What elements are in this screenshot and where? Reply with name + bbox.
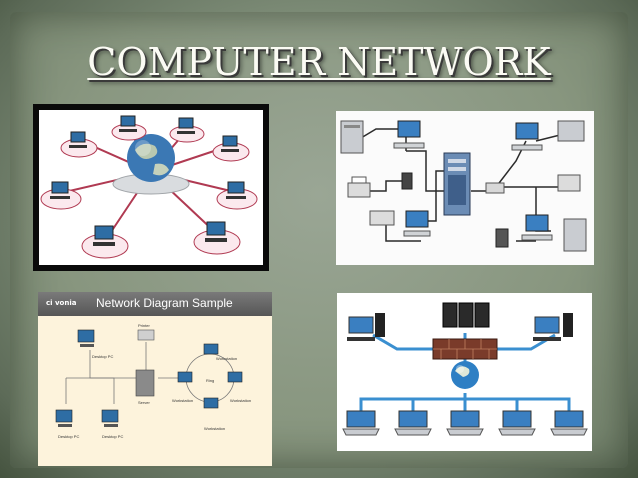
sample-diagram: Desktop PC Printer Server Workstation Ri…	[55, 323, 251, 439]
label-desktop-pc-bm: Desktop PC	[102, 434, 123, 439]
diagram-logo: ci vonia	[46, 299, 77, 307]
laptop-icon	[498, 410, 536, 436]
workstation-icon	[227, 371, 243, 383]
diagram-header: ci vonia Network Diagram Sample	[38, 292, 272, 316]
server-rack-icon	[563, 218, 587, 252]
monitor-icon	[521, 214, 553, 241]
label-server: Server	[138, 400, 150, 405]
globe-icon	[127, 134, 175, 182]
laptop-icons	[342, 410, 588, 436]
lan-network-diagram	[340, 120, 587, 252]
server-tower-icon	[443, 152, 471, 216]
laptop-icon	[446, 410, 484, 436]
workstation-icon	[203, 343, 219, 355]
star-network-diagram	[40, 115, 258, 259]
printer-icon	[369, 210, 395, 226]
monitor-icon	[403, 210, 431, 237]
label-workstation-left: Workstation	[172, 398, 193, 403]
star-terminals	[40, 115, 258, 259]
globe-icon	[451, 361, 479, 389]
firewall-network-image	[337, 293, 592, 451]
printer-icon	[557, 174, 581, 192]
label-desktop-pc: Desktop PC	[92, 354, 113, 359]
speaker-icon	[401, 172, 413, 190]
laptop-icon	[342, 410, 380, 436]
star-network-canvas	[39, 110, 263, 265]
label-printer: Printer	[138, 323, 150, 328]
firewall-icon	[432, 338, 498, 360]
printer-icon	[137, 329, 155, 341]
switch-icon	[485, 182, 505, 194]
diagram-title: Network Diagram Sample	[96, 296, 233, 310]
server-stack-icon	[442, 302, 490, 328]
network-diagram-sample: ci vonia Network Diagram Sample Desktop …	[38, 292, 272, 466]
firewall-network-diagram	[342, 302, 588, 436]
printer-icon	[557, 120, 585, 142]
desktop-pc-icon	[77, 329, 95, 347]
laptop-icon	[550, 410, 588, 436]
printer-icon	[347, 176, 371, 198]
label-workstation-right: Workstation	[230, 398, 251, 403]
desktop-computer-icon	[533, 313, 573, 341]
label-ring: Ring	[206, 378, 214, 383]
workstation-icon	[203, 397, 219, 409]
label-desktop-pc-bl: Desktop PC	[58, 434, 79, 439]
computer-icon	[111, 115, 147, 141]
label-workstation-top: Workstation	[216, 356, 237, 361]
computer-icon	[216, 181, 258, 210]
computer-icon	[212, 135, 250, 162]
monitor-icon	[511, 122, 543, 151]
computer-icon	[193, 221, 241, 255]
workstation-icon	[177, 371, 193, 383]
lan-network-image	[336, 111, 594, 265]
monitor-icon	[393, 120, 425, 149]
computer-icon	[169, 117, 205, 143]
label-workstation-bottom: Workstation	[204, 426, 225, 431]
server-icon	[135, 369, 155, 397]
laptop-icon	[394, 410, 432, 436]
computer-icon	[40, 181, 82, 210]
desktop-pc-icon	[101, 409, 119, 427]
computer-icon	[60, 131, 98, 158]
speaker-icon	[495, 228, 509, 248]
star-network-image	[33, 104, 269, 271]
computer-icon	[81, 225, 129, 259]
desktop-computer-icon	[347, 313, 385, 341]
slide-title: COMPUTER NETWORK	[87, 40, 551, 84]
desktop-pc-icon	[55, 409, 73, 427]
server-rack-icon	[340, 120, 364, 154]
